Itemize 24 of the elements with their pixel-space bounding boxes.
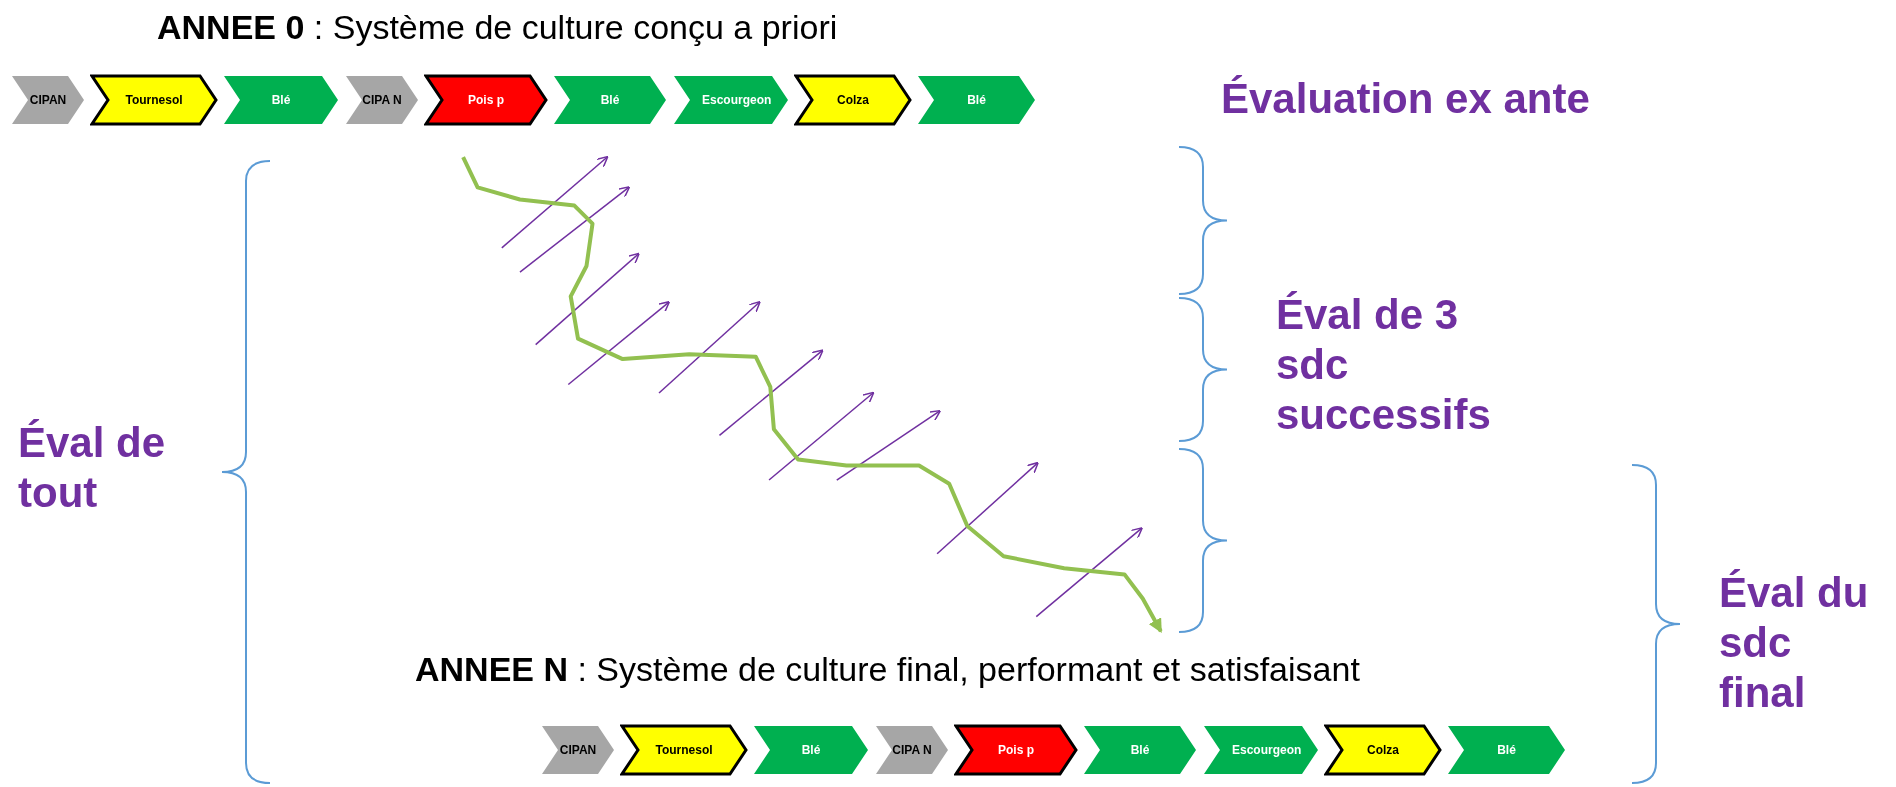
crop-segment: CIPA N: [344, 74, 420, 126]
crop-segment: Blé: [916, 74, 1037, 126]
crop-segment: Tournesol: [90, 74, 218, 126]
heading-text: ANNEE N : Système de culture final, performant et satisfaisant: [415, 650, 1360, 689]
crop-segment: Escourgeon: [672, 74, 790, 126]
crop-segment: Blé: [1082, 724, 1198, 776]
crop-segment: Colza: [794, 74, 912, 126]
crop-segment: Pois p: [424, 74, 548, 126]
crop-segment: CIPAN: [10, 74, 86, 126]
crop-segment: CIPAN: [540, 724, 616, 776]
evaluation-label: Éval de tout: [18, 418, 167, 518]
crop-segment: Tournesol: [620, 724, 748, 776]
crop-segment: Pois p: [954, 724, 1078, 776]
heading-text: ANNEE 0 : Système de culture conçu a priori: [157, 8, 838, 47]
evaluation-label: Éval de 3 sdc successifs: [1276, 290, 1492, 440]
evaluation-label: Éval du sdc final: [1719, 568, 1870, 718]
crop-segment: Blé: [222, 74, 340, 126]
crop-segment: Blé: [1446, 724, 1567, 776]
crop-segment: Blé: [752, 724, 870, 776]
crop-segment: Escourgeon: [1202, 724, 1320, 776]
evaluation-label: Évaluation ex ante: [1221, 74, 1590, 124]
crop-segment: Colza: [1324, 724, 1442, 776]
crop-segment: CIPA N: [874, 724, 950, 776]
crop-segment: Blé: [552, 74, 668, 126]
